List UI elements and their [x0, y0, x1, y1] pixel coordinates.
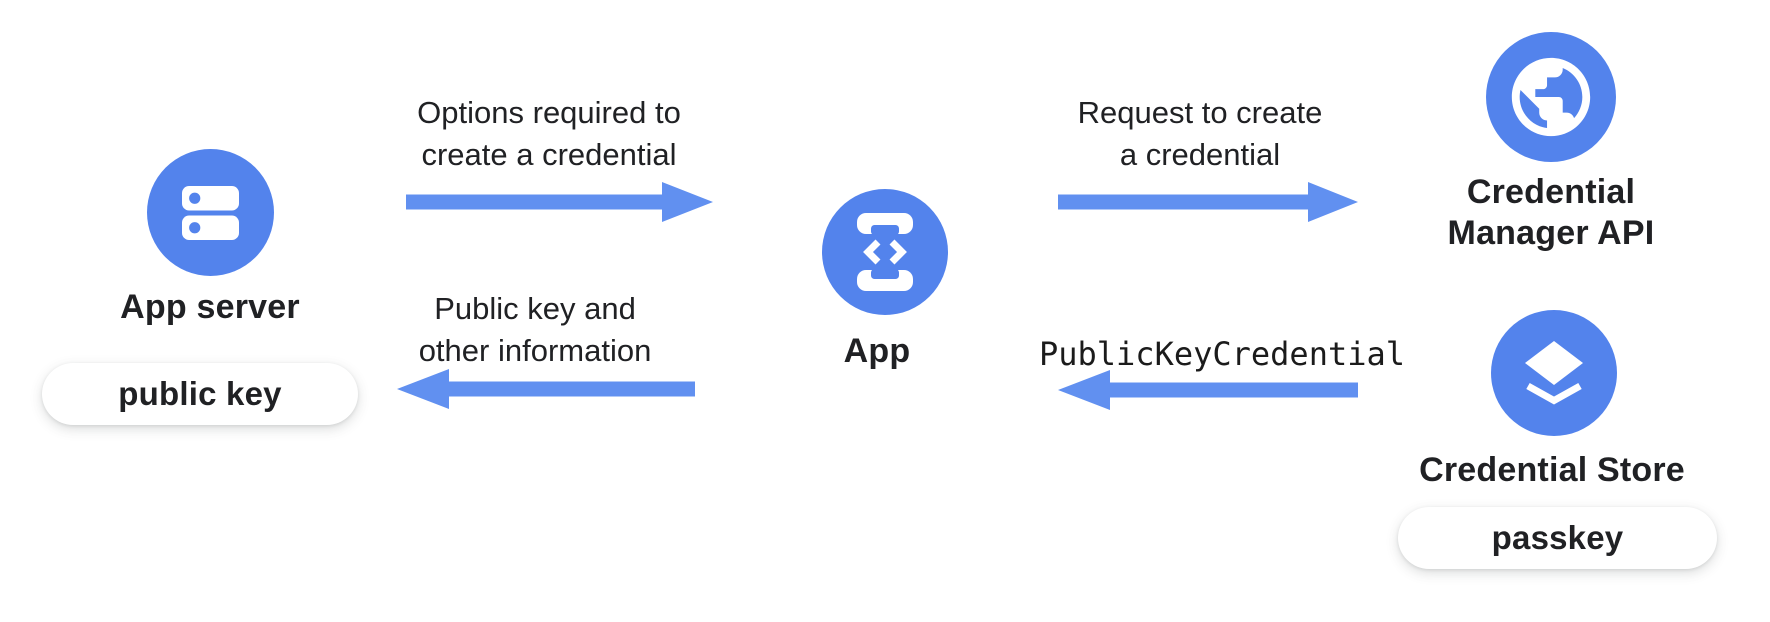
credential-manager-label-line1: Credential [1466, 173, 1636, 211]
public-key-arrow-left [397, 369, 695, 409]
credential-manager-circle [1486, 32, 1616, 162]
app-server-label: App server [120, 288, 300, 326]
public-key-flow-label-line2: other information [418, 333, 652, 368]
public-key-badge: public key [42, 363, 358, 425]
options-flow-label: Options required to create a credential [349, 92, 749, 176]
request-flow-label-line2: a credential [1119, 137, 1281, 172]
credential-manager-label-line2: Manager API [1447, 214, 1655, 252]
globe-icon [1511, 57, 1591, 137]
request-arrow-right [1058, 182, 1358, 222]
credential-store-label: Credential Store [1419, 451, 1685, 489]
layers-icon [1525, 341, 1583, 405]
options-flow-label-line1: Options required to [417, 95, 681, 130]
options-arrow-right [406, 182, 713, 222]
public-key-badge-label: public key [118, 375, 282, 412]
passkey-badge-label: passkey [1491, 519, 1624, 556]
app-server-circle [147, 149, 274, 276]
public-key-flow-label: Public key and other information [335, 288, 735, 372]
passkey-badge: passkey [1398, 507, 1717, 569]
app-label: App [843, 332, 911, 370]
public-key-credential-arrow-left [1058, 370, 1358, 410]
server-icon [182, 185, 239, 240]
options-flow-label-line2: create a credential [421, 137, 677, 172]
credential-store-circle [1491, 310, 1617, 436]
public-key-credential-label: PublicKeyCredential [1038, 335, 1406, 373]
credential-manager-label: Credential Manager API [1400, 172, 1702, 254]
app-circle [822, 189, 948, 315]
request-flow-label: Request to create a credential [1000, 92, 1400, 176]
phone-code-icon [857, 213, 913, 291]
public-key-flow-label-line1: Public key and [434, 291, 636, 326]
request-flow-label-line1: Request to create [1077, 95, 1323, 130]
